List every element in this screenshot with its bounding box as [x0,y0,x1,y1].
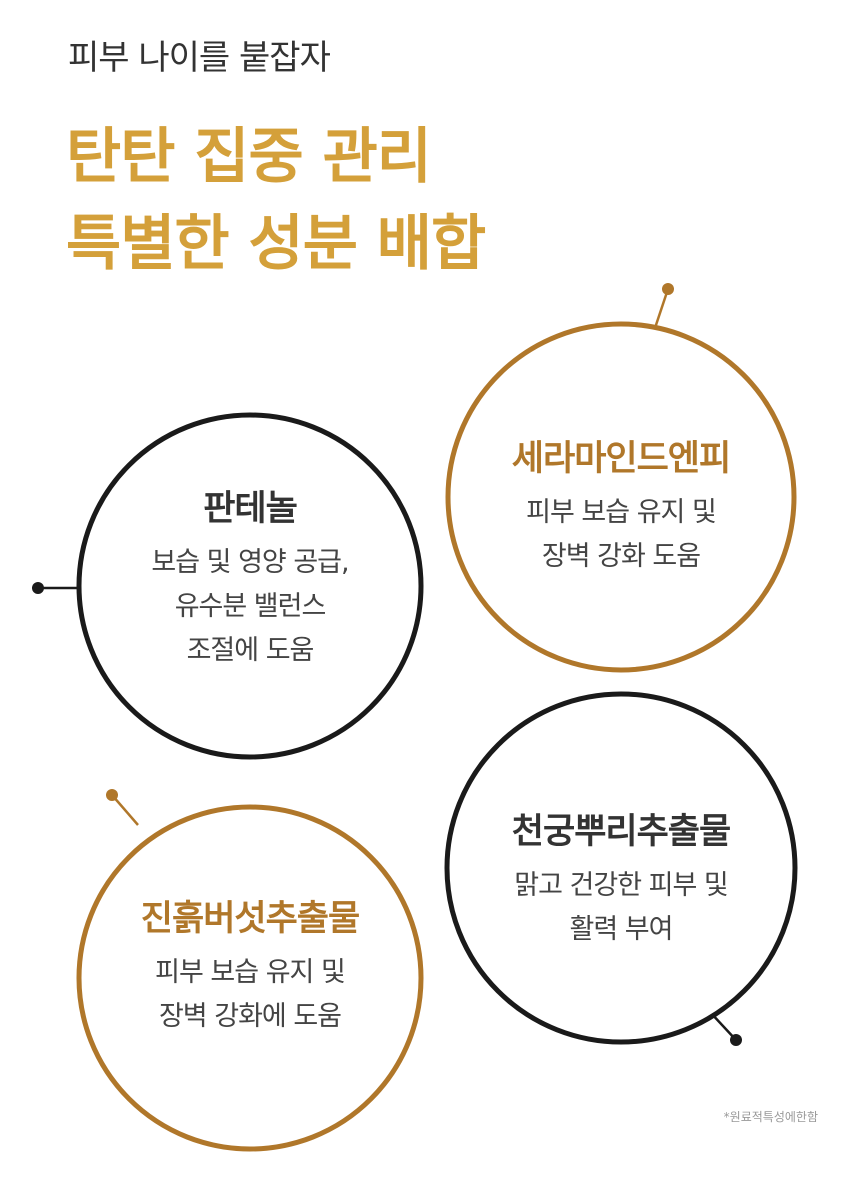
headline-line-2: 특별한 성분 배합 [66,209,486,279]
ingredient-cnidium: 천궁뿌리추출물 맑고 건강한 피부 및 활력 부여 [451,803,791,952]
circle-panthenol [32,412,424,760]
ingredient-desc-line: 맑고 건강한 피부 및 [514,870,728,901]
ingredient-ceramide: 세라마인드엔피 피부 보습 유지 및 장벽 강화 도움 [451,430,791,579]
connector-dot [106,789,118,801]
connector-dot [730,1034,742,1046]
circle-ceramide [445,283,797,673]
circle-phellinus [76,789,424,1152]
headline-line-1: 탄탄 집중 관리 [66,122,432,192]
subtitle: 피부 나이를 붙잡자 [68,38,331,78]
ingredient-name: 세라마인드엔피 [511,439,731,479]
connector-dot [32,582,44,594]
ingredient-desc-line: 장벽 강화에 도움 [158,1001,342,1032]
ingredient-phellinus: 진흙버섯추출물 피부 보습 유지 및 장벽 강화에 도움 [80,890,420,1039]
ingredient-panthenol: 판테놀 보습 및 영양 공급, 유수분 밸런스 조절에 도움 [80,480,420,673]
ingredient-desc-line: 보습 및 영양 공급, [151,547,349,578]
ingredient-desc-line: 피부 보습 유지 및 [155,957,346,988]
ingredient-desc-line: 조절에 도움 [186,635,315,666]
ingredient-name: 판테놀 [203,489,298,529]
ingredient-name: 천궁뿌리추출물 [511,812,731,852]
ingredient-desc-line: 장벽 강화 도움 [541,541,701,572]
ingredient-desc-line: 피부 보습 유지 및 [526,497,717,528]
connector-dot [662,283,674,295]
ingredient-name: 진흙버섯추출물 [140,899,360,939]
circle-cnidium [444,691,798,1046]
footnote: *원료적특성에한함 [723,1110,818,1124]
ingredient-desc-line: 유수분 밸런스 [174,591,327,622]
ingredient-desc-line: 활력 부여 [569,914,674,945]
